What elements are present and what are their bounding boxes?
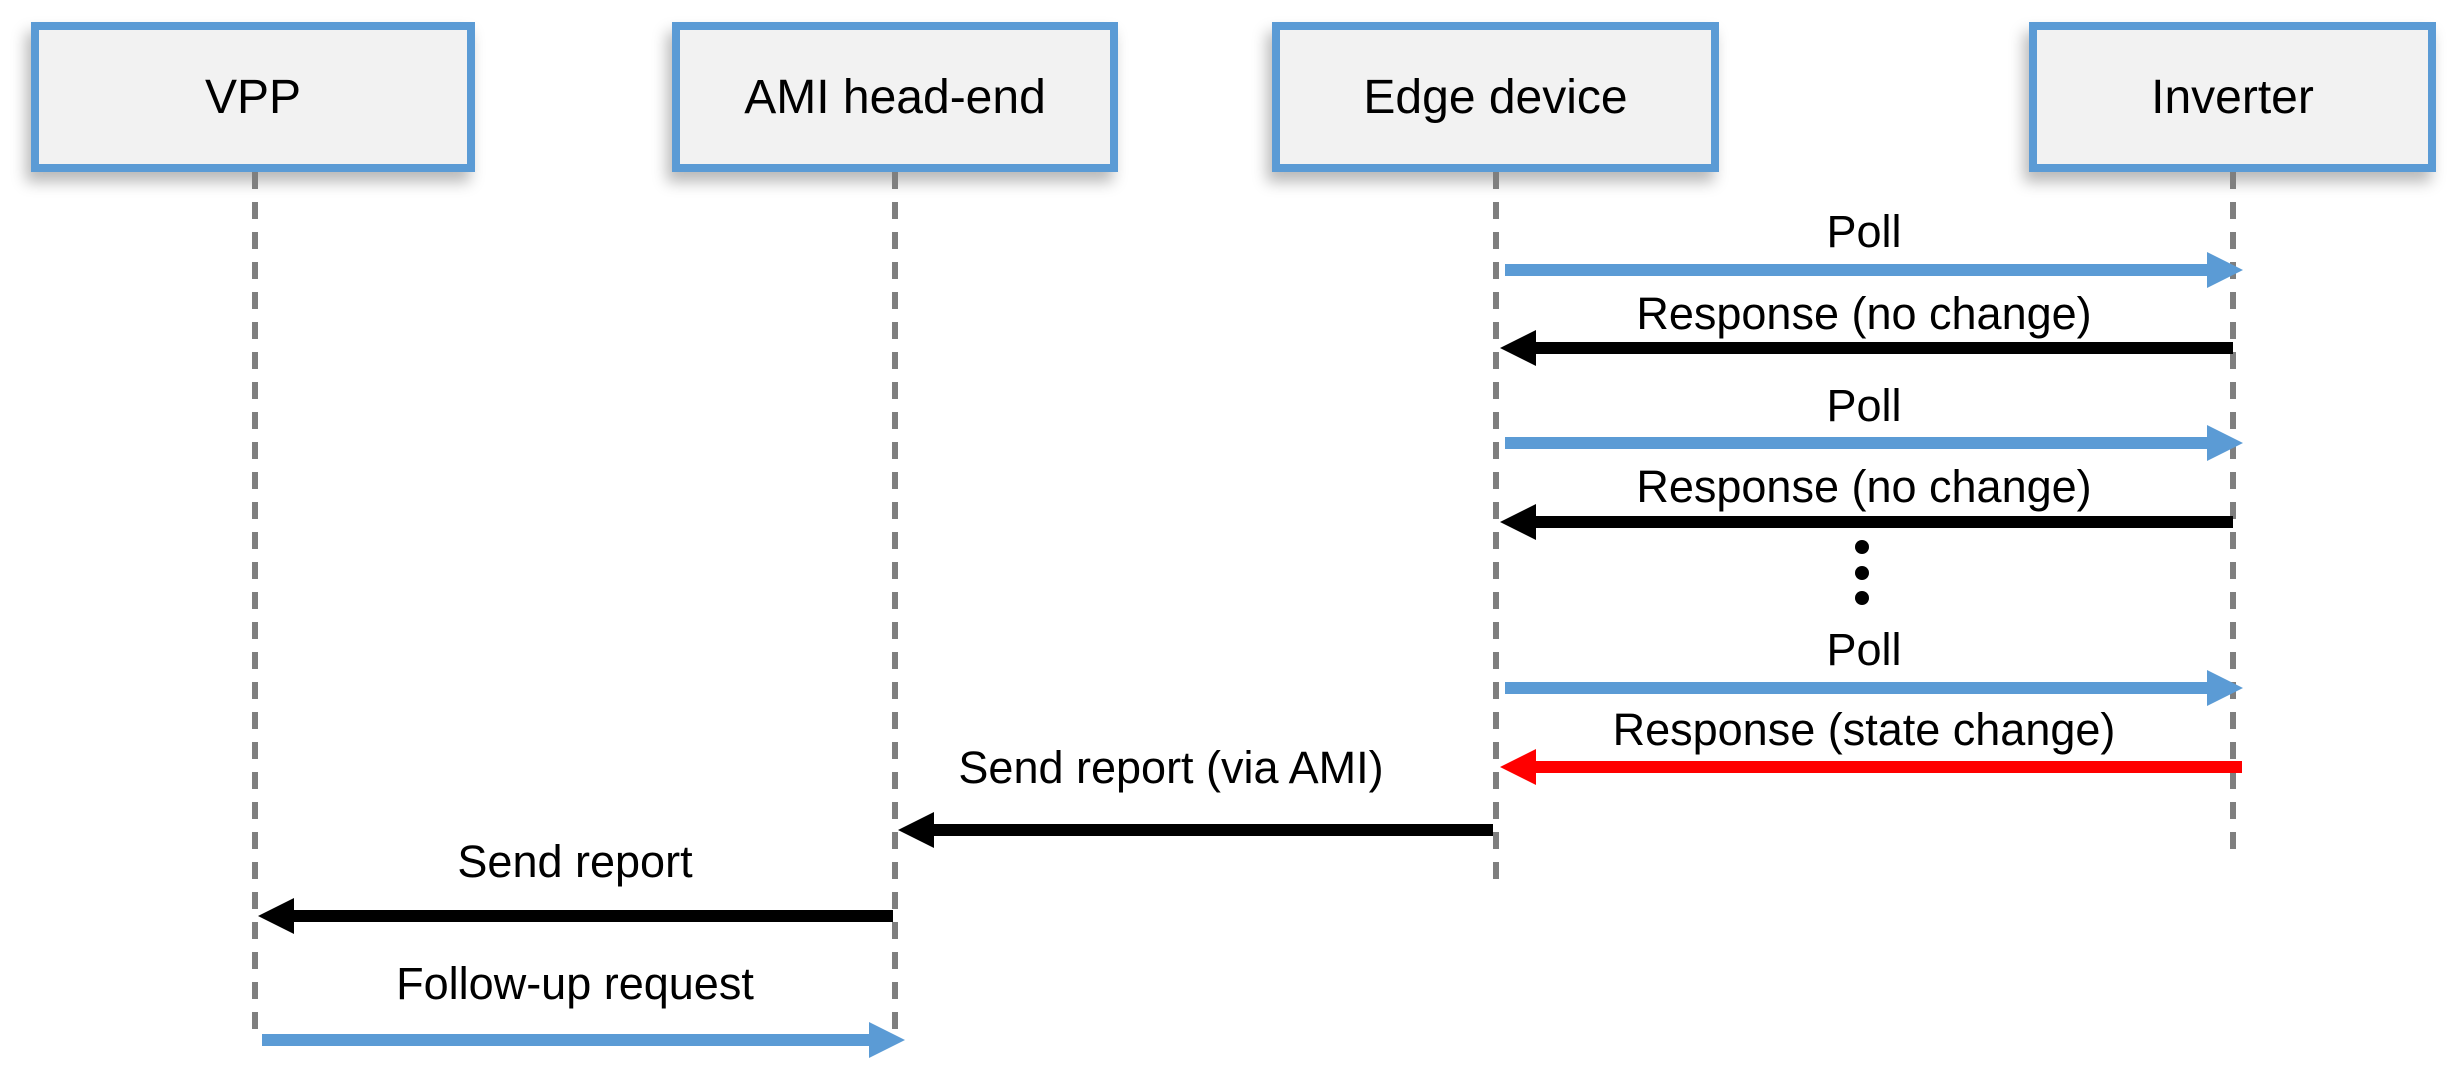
actor-box-ami-head-end: AMI head-end xyxy=(672,22,1118,172)
message-label-response-no-change-2: Response (no change) xyxy=(1636,461,2092,512)
lifeline-ami xyxy=(892,172,898,1042)
ellipsis-dot xyxy=(1855,540,1869,554)
actor-label-inverter: Inverter xyxy=(2151,70,2314,124)
message-label-response-no-change-1: Response (no change) xyxy=(1636,288,2092,339)
arrow-follow-up-request xyxy=(262,1034,869,1046)
actor-label-edge: Edge device xyxy=(1363,70,1628,124)
message-label-send-report-via-ami: Send report (via AMI) xyxy=(958,742,1384,793)
lifeline-vpp xyxy=(252,172,258,1042)
message-label-response-state-change: Response (state change) xyxy=(1612,704,2116,755)
actor-box-edge-device: Edge device xyxy=(1272,22,1719,172)
arrow-response-no-change-1 xyxy=(1536,342,2233,354)
actor-box-vpp: VPP xyxy=(31,22,475,172)
message-label-send-report: Send report xyxy=(457,836,693,887)
arrow-response-state-change xyxy=(1536,761,2242,773)
arrow-poll-2 xyxy=(1505,437,2207,449)
arrow-response-no-change-2 xyxy=(1536,516,2233,528)
arrow-send-report xyxy=(294,910,893,922)
arrow-poll-1 xyxy=(1505,264,2207,276)
lifeline-edge xyxy=(1493,172,1499,888)
message-label-poll-1: Poll xyxy=(1826,206,1902,257)
lifeline-inverter xyxy=(2230,172,2236,860)
ellipsis-dot xyxy=(1855,566,1869,580)
arrow-poll-3 xyxy=(1505,682,2207,694)
ellipsis-dot xyxy=(1855,591,1869,605)
actor-label-vpp: VPP xyxy=(204,70,302,124)
message-label-poll-2: Poll xyxy=(1826,380,1902,431)
actor-label-ami: AMI head-end xyxy=(744,70,1046,124)
actor-box-inverter: Inverter xyxy=(2029,22,2436,172)
arrow-send-report-via-ami xyxy=(934,824,1493,836)
message-label-poll-3: Poll xyxy=(1826,624,1902,675)
message-label-follow-up-request: Follow-up request xyxy=(396,958,754,1009)
